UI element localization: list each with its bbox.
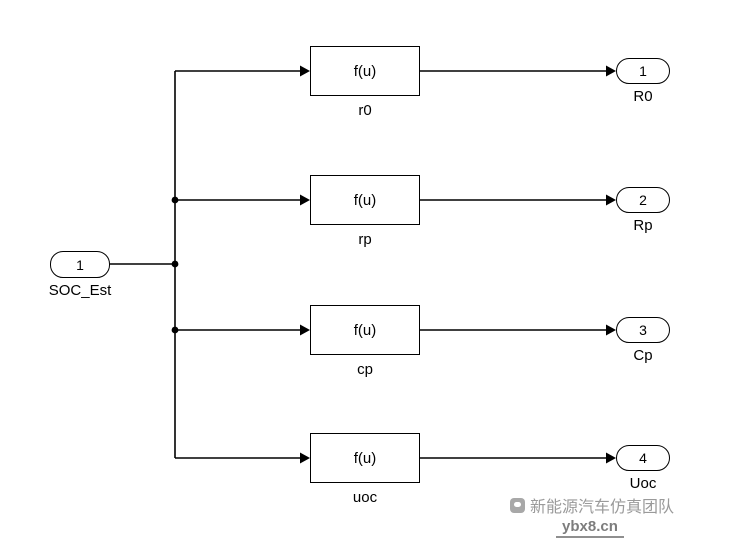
branch-dot-3 xyxy=(171,326,179,334)
output-port-cp-label: Cp xyxy=(633,347,653,364)
fcn-block-r0[interactable]: f(u) xyxy=(310,46,420,96)
fcn-block-cp-label: cp xyxy=(357,361,373,378)
output-port-uoc[interactable]: 4 xyxy=(616,445,670,471)
output-port-number: 4 xyxy=(639,450,647,466)
input-port-label: SOC_Est xyxy=(48,282,112,299)
arrowhead-block-2 xyxy=(300,194,310,206)
output-port-r0[interactable]: 1 xyxy=(616,58,670,84)
fcn-block-uoc[interactable]: f(u) xyxy=(310,433,420,483)
fcn-block-rp[interactable]: f(u) xyxy=(310,175,420,225)
output-port-number: 1 xyxy=(639,63,647,79)
arrowhead-block-1 xyxy=(300,65,310,77)
fcn-block-expression: f(u) xyxy=(353,191,377,209)
fcn-block-r0-label: r0 xyxy=(358,102,372,119)
fcn-block-rp-label: rp xyxy=(358,231,372,248)
output-port-rp[interactable]: 2 xyxy=(616,187,670,213)
arrowhead-block-4 xyxy=(300,452,310,464)
output-port-number: 2 xyxy=(639,192,647,208)
fcn-block-expression: f(u) xyxy=(353,449,377,467)
arrowhead-port-2 xyxy=(606,194,616,206)
output-port-number: 3 xyxy=(639,322,647,338)
output-port-r0-label: R0 xyxy=(633,88,653,105)
fcn-block-cp[interactable]: f(u) xyxy=(310,305,420,355)
fcn-block-uoc-label: uoc xyxy=(352,489,378,506)
branch-dot-1 xyxy=(171,196,179,204)
arrowhead-port-1 xyxy=(606,65,616,77)
arrowhead-block-3 xyxy=(300,324,310,336)
output-port-uoc-label: Uoc xyxy=(629,475,657,492)
output-port-cp[interactable]: 3 xyxy=(616,317,670,343)
fcn-block-expression: f(u) xyxy=(353,62,377,80)
arrowhead-port-3 xyxy=(606,324,616,336)
input-port-soc-est[interactable]: 1 xyxy=(50,251,110,278)
branch-dot-2 xyxy=(171,260,179,268)
output-port-rp-label: Rp xyxy=(633,217,653,234)
input-port-number: 1 xyxy=(76,256,84,273)
fcn-block-expression: f(u) xyxy=(353,321,377,339)
arrowhead-port-4 xyxy=(606,452,616,464)
